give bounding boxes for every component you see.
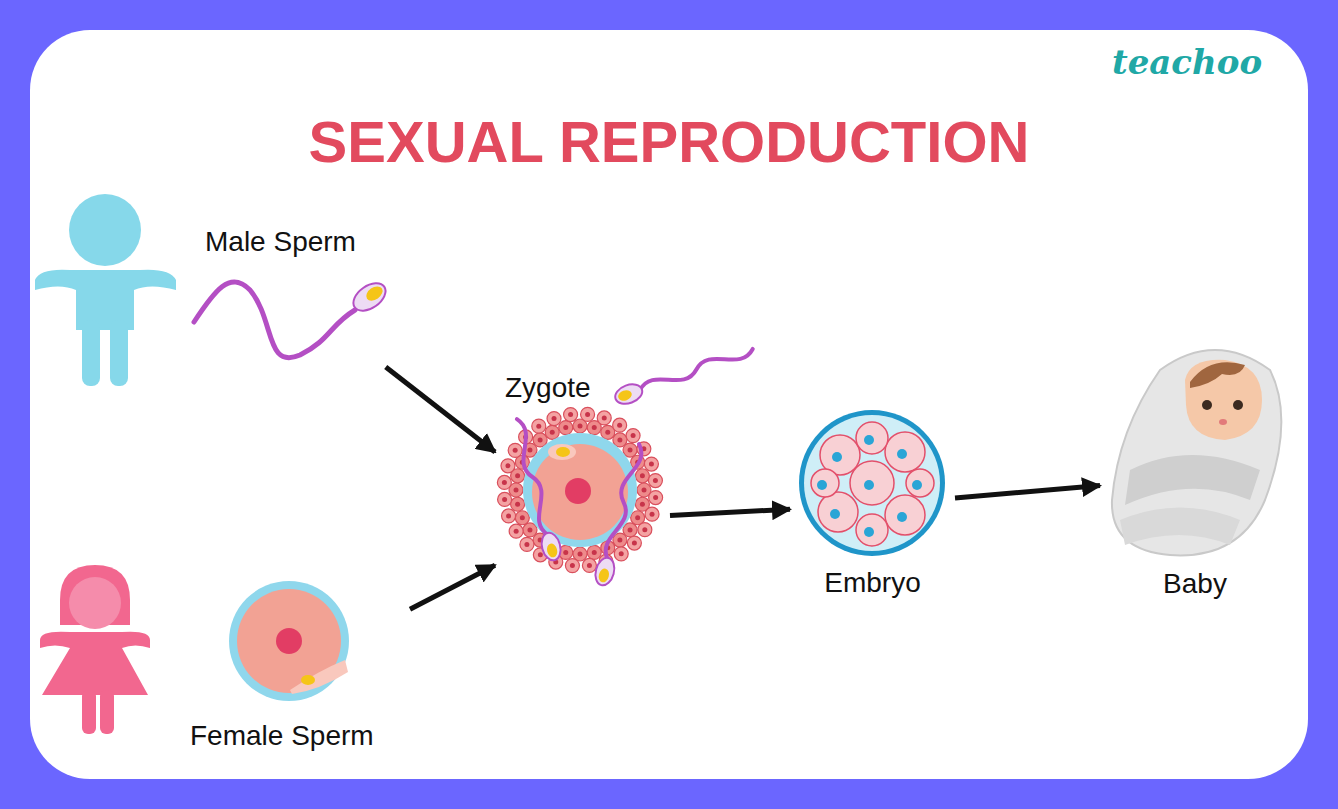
stage-label: Zygote: [505, 372, 591, 404]
male-sperm: [194, 278, 391, 358]
stage-node: Baby: [1100, 350, 1290, 605]
flow-arrow: [410, 565, 495, 609]
flow-arrow: [670, 509, 790, 515]
diagram-title: SEXUAL REPRODUCTION: [0, 108, 1338, 175]
stage-node: Male Sperm: [185, 222, 400, 367]
watermark: teachoo: [1112, 42, 1262, 82]
boy-figure: [35, 194, 176, 386]
stage-label: Baby: [1163, 568, 1227, 600]
flow-arrow: [955, 486, 1100, 498]
stage-node: Embryo: [790, 405, 955, 605]
egg-cell: [229, 581, 349, 701]
stage-label: Female Sperm: [190, 720, 374, 752]
stage-node: Female Sperm: [185, 575, 410, 760]
embryo-cell: [799, 410, 945, 556]
stage-label: Embryo: [824, 567, 920, 599]
flow-arrow: [386, 367, 495, 452]
baby-figure: [1112, 350, 1281, 555]
zygote-cell: [497, 341, 755, 588]
stage-node: Zygote: [495, 370, 670, 670]
stage-label: Male Sperm: [205, 226, 356, 258]
girl-figure: [40, 565, 150, 734]
